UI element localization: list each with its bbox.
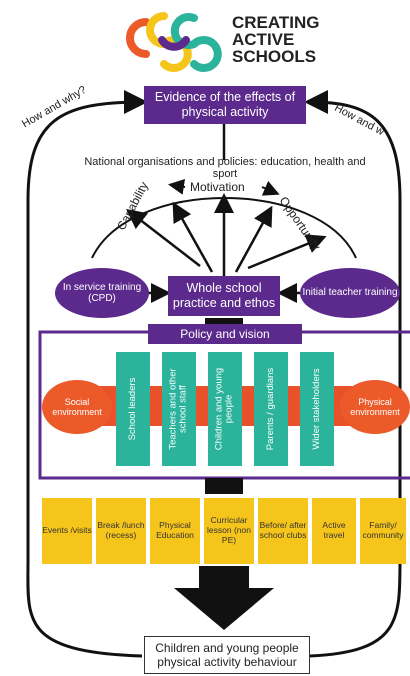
policies-arc-label: National organisations and policies: edu… xyxy=(84,156,366,180)
whole-school-box: Whole school practice and ethos xyxy=(168,276,280,316)
stakeholder-label: School leaders xyxy=(126,377,138,441)
stakeholder-children: Children and young people xyxy=(208,352,242,466)
activity-active-travel: Active travel xyxy=(312,498,356,564)
logo-text: CREATING ACTIVE SCHOOLS xyxy=(232,14,320,65)
stakeholder-label: Parents / guardians xyxy=(264,367,276,451)
logo-line-3: SCHOOLS xyxy=(232,47,317,66)
stakeholder-school-leaders: School leaders xyxy=(116,352,150,466)
physical-environment-ellipse: Physical environment xyxy=(340,380,410,434)
creating-active-schools-logo-icon xyxy=(126,12,222,72)
social-environment-ellipse: Social environment xyxy=(42,380,112,434)
activity-curricular: Curricular lesson (non PE) xyxy=(204,498,254,564)
stakeholder-label: Wider stakeholders xyxy=(310,368,322,450)
stakeholder-label: Teachers and other school staff xyxy=(167,368,189,450)
activity-family: Family/ community xyxy=(360,498,406,564)
stakeholder-teachers: Teachers and other school staff xyxy=(162,352,196,466)
stakeholder-label: Children and young people xyxy=(213,367,235,451)
policy-vision-box: Policy and vision xyxy=(148,324,302,344)
outcome-box: Children and young people physical activ… xyxy=(144,636,310,674)
cpd-ellipse: In service training (CPD) xyxy=(55,268,149,318)
logo-line-1: CREATING xyxy=(232,13,320,32)
activity-clubs: Before/ after school clubs xyxy=(258,498,308,564)
logo-line-2: ACTIVE xyxy=(232,30,295,49)
initial-teacher-training-ellipse: Initial teacher training xyxy=(300,268,400,318)
motivation-label: Motivation xyxy=(190,180,245,194)
stakeholder-wider: Wider stakeholders xyxy=(300,352,334,466)
evidence-box: Evidence of the effects of physical acti… xyxy=(144,86,306,124)
activity-break: Break /lunch (recess) xyxy=(96,498,146,564)
activity-events: Events /visits xyxy=(42,498,92,564)
activity-pe: Physical Education xyxy=(150,498,200,564)
stakeholder-parents: Parents / guardians xyxy=(254,352,288,466)
